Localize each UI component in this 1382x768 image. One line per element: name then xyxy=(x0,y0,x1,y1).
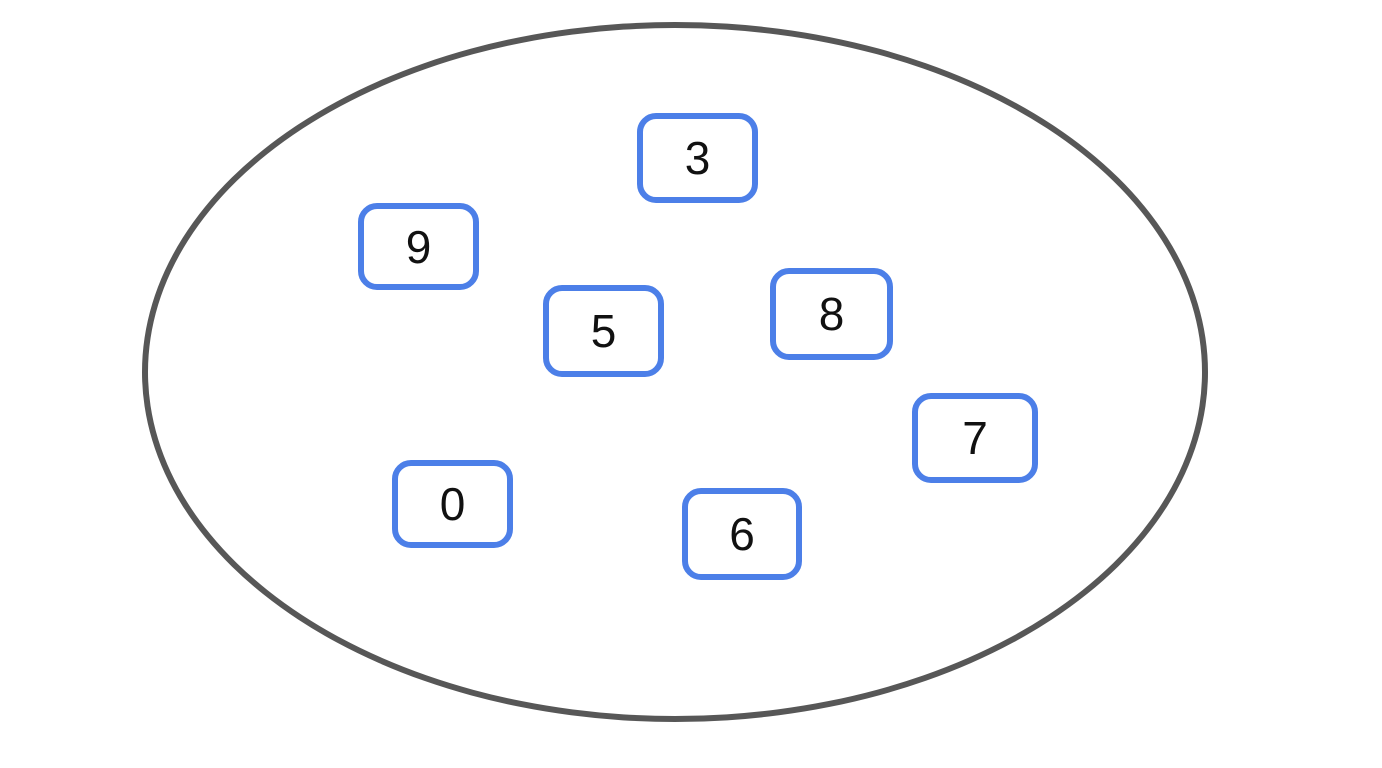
number-chip[interactable]: 9 xyxy=(358,203,479,290)
number-chip-label: 6 xyxy=(729,508,755,560)
set-ellipse xyxy=(142,22,1208,722)
number-chip-label: 0 xyxy=(439,478,466,530)
number-chip-label: 8 xyxy=(818,288,845,340)
number-chip-label: 3 xyxy=(684,132,711,184)
number-chip[interactable]: 0 xyxy=(392,460,513,548)
number-chip-label: 7 xyxy=(962,412,988,464)
number-chip-label: 9 xyxy=(405,220,432,273)
number-chip[interactable]: 8 xyxy=(770,268,893,360)
number-chip[interactable]: 3 xyxy=(637,113,758,203)
number-chip[interactable]: 5 xyxy=(543,285,664,377)
number-chip[interactable]: 7 xyxy=(912,393,1038,483)
number-chip[interactable]: 6 xyxy=(682,488,802,580)
number-chip-label: 5 xyxy=(590,305,617,357)
